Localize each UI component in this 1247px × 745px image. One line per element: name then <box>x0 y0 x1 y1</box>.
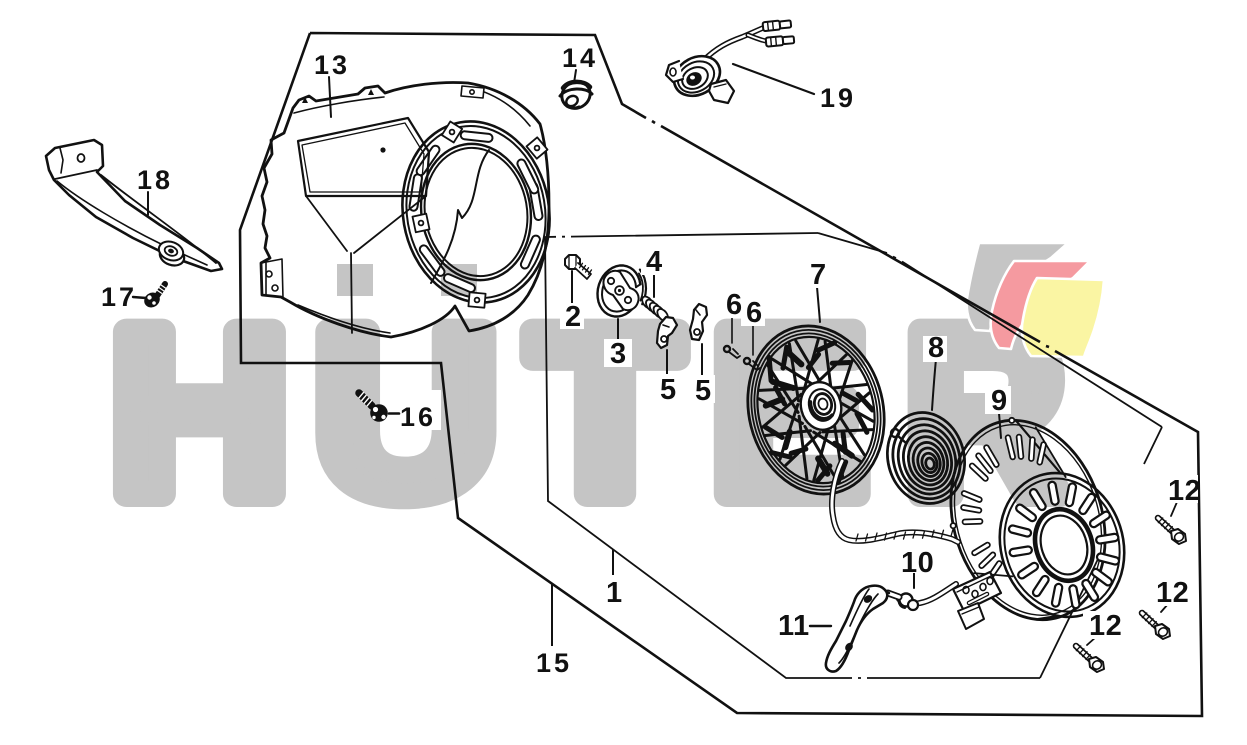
svg-text:6: 6 <box>726 289 743 321</box>
svg-text:2: 2 <box>565 301 582 333</box>
svg-text:8: 8 <box>928 332 945 364</box>
svg-text:13: 13 <box>314 50 350 80</box>
svg-text:10: 10 <box>901 547 934 579</box>
svg-text:16: 16 <box>400 402 436 432</box>
svg-text:12: 12 <box>1089 610 1122 642</box>
svg-text:1: 1 <box>606 577 623 609</box>
svg-text:14: 14 <box>562 43 598 73</box>
svg-text:9: 9 <box>991 385 1008 417</box>
svg-text:17: 17 <box>101 282 137 312</box>
svg-text:7: 7 <box>810 259 827 291</box>
svg-text:3: 3 <box>610 338 627 370</box>
svg-text:12: 12 <box>1168 475 1201 507</box>
svg-text:11: 11 <box>778 610 810 642</box>
svg-text:E: E <box>711 281 867 545</box>
svg-text:18: 18 <box>137 165 173 195</box>
svg-text:12: 12 <box>1156 577 1189 609</box>
svg-text:5: 5 <box>695 375 712 407</box>
svg-text:5: 5 <box>660 374 677 406</box>
svg-text:4: 4 <box>646 246 663 278</box>
svg-text:15: 15 <box>536 648 572 678</box>
svg-text:6: 6 <box>746 297 763 329</box>
svg-text:H: H <box>110 281 289 545</box>
svg-text:19: 19 <box>820 83 856 113</box>
